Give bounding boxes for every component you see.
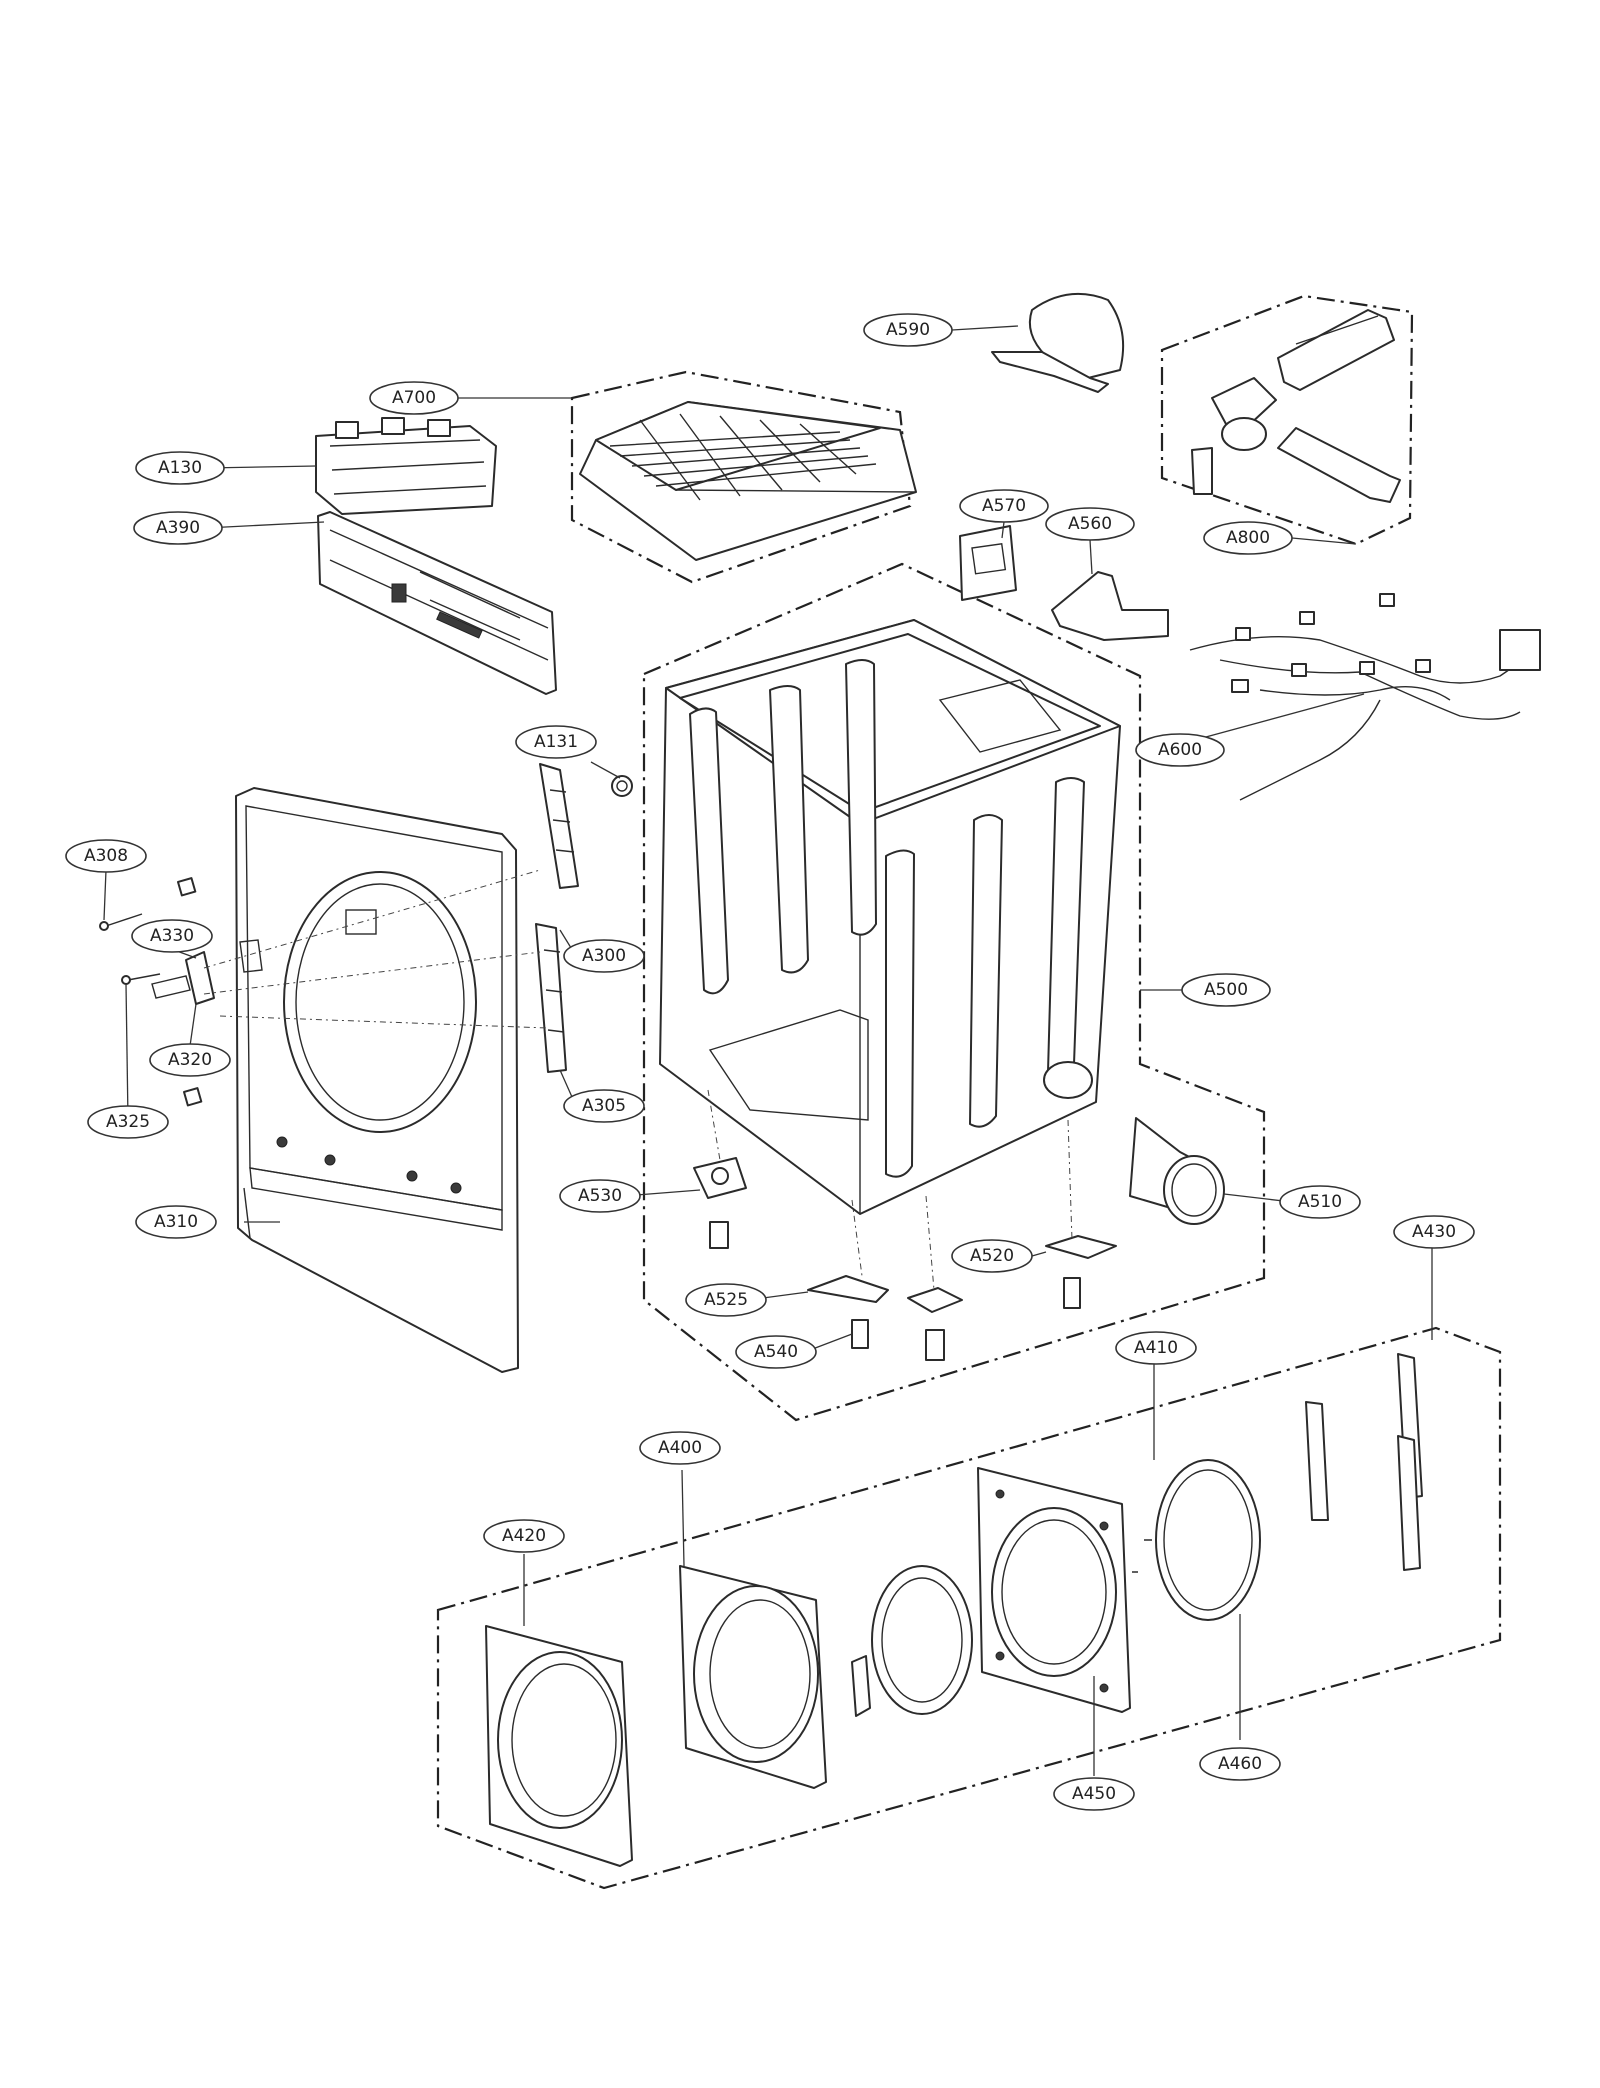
- front-bracket-upper-part: [539, 763, 579, 889]
- callout-text: A410: [1134, 1338, 1178, 1358]
- leader-lines: [103, 325, 1433, 1776]
- front-panel-part: [235, 787, 519, 1373]
- callout-A510: A510: [1279, 1185, 1361, 1219]
- callout-text: A305: [582, 1096, 626, 1116]
- callout-A131: A131: [515, 725, 597, 759]
- callout-text: A800: [1226, 528, 1270, 548]
- vent-cover-part: [991, 292, 1125, 393]
- callout-text: A300: [582, 946, 626, 966]
- callout-text: A540: [754, 1342, 798, 1362]
- leveling-legs-parts: [693, 1089, 1117, 1361]
- callout-A540: A540: [735, 1335, 817, 1369]
- callout-text: A500: [1204, 980, 1248, 1000]
- callout-text: A390: [156, 518, 200, 538]
- callout-A450: A450: [1053, 1777, 1135, 1811]
- callout-A520: A520: [951, 1239, 1033, 1273]
- callout-text: A590: [886, 320, 930, 340]
- callout-text: A310: [154, 1212, 198, 1232]
- door-inner-panel-part: [679, 1565, 827, 1789]
- callout-text: A460: [1218, 1754, 1262, 1774]
- callout-text: A400: [658, 1438, 702, 1458]
- duct-hose-part: [1191, 309, 1401, 503]
- control-back-panel-part: [317, 511, 557, 695]
- door-glass-ring-part: [871, 1565, 973, 1715]
- callout-text: A420: [502, 1526, 546, 1546]
- callout-A600: A600: [1135, 733, 1225, 767]
- callout-A330: A330: [131, 919, 213, 953]
- door-handle-part: [851, 1655, 871, 1717]
- callout-text: A430: [1412, 1222, 1456, 1242]
- callout-A700: A700: [369, 381, 459, 415]
- callout-A530: A530: [559, 1179, 641, 1213]
- callout-text: A600: [1158, 740, 1202, 760]
- door-frame-plate-part: [977, 1467, 1131, 1713]
- control-frame-part: [315, 417, 497, 515]
- callout-text: A131: [534, 732, 578, 752]
- callout-text: A320: [168, 1050, 212, 1070]
- callout-A308: A308: [65, 839, 147, 873]
- callout-A325: A325: [87, 1105, 169, 1139]
- callout-A525: A525: [685, 1283, 767, 1317]
- callout-text: A560: [1068, 514, 1112, 534]
- callout-A460: A460: [1199, 1747, 1281, 1781]
- callout-A570: A570: [959, 489, 1049, 523]
- callout-text: A308: [84, 846, 128, 866]
- callout-A300: A300: [563, 939, 645, 973]
- door-gasket-part: [1155, 1459, 1261, 1621]
- outline-cabinet-group: [642, 562, 1266, 1422]
- cabinet-part: [659, 619, 1121, 1215]
- callout-A305: A305: [563, 1089, 645, 1123]
- top-grille-part: [579, 401, 917, 561]
- callout-A430: A430: [1393, 1215, 1475, 1249]
- callout-text: A330: [150, 926, 194, 946]
- door-hinge-parts: [1132, 1353, 1423, 1573]
- callout-text: A700: [392, 388, 436, 408]
- callout-text: A325: [106, 1112, 150, 1132]
- callout-A800: A800: [1203, 521, 1293, 555]
- outline-top-grille-group: [570, 370, 912, 584]
- callout-text: A520: [970, 1246, 1014, 1266]
- callout-A320: A320: [149, 1043, 231, 1077]
- wire-harness-part: [1189, 593, 1541, 801]
- callout-A410: A410: [1115, 1331, 1197, 1365]
- callout-A590: A590: [863, 313, 953, 347]
- duct-elbow-part: [1051, 571, 1169, 641]
- bracket-plate-part: [959, 525, 1017, 601]
- callout-text: A570: [982, 496, 1026, 516]
- callout-A500: A500: [1181, 973, 1271, 1007]
- callout-text: A130: [158, 458, 202, 478]
- callout-A390: A390: [133, 511, 223, 545]
- callout-A130: A130: [135, 451, 225, 485]
- callout-text: A530: [578, 1186, 622, 1206]
- callout-A400: A400: [639, 1431, 721, 1465]
- front-bracket-lower-part: [535, 923, 567, 1073]
- callout-text: A525: [704, 1290, 748, 1310]
- callout-A420: A420: [483, 1519, 565, 1553]
- callout-text: A510: [1298, 1192, 1342, 1212]
- callout-A310: A310: [135, 1205, 217, 1239]
- outline-duct-group: [1160, 294, 1414, 546]
- small-cap-part: [611, 775, 633, 797]
- outline-door-group: [436, 1326, 1502, 1890]
- door-outer-panel-part: [485, 1625, 633, 1867]
- callout-text: A450: [1072, 1784, 1116, 1804]
- exhaust-duct-part: [1129, 1117, 1225, 1225]
- screw-hinge-parts: [99, 869, 549, 1107]
- callout-A560: A560: [1045, 507, 1135, 541]
